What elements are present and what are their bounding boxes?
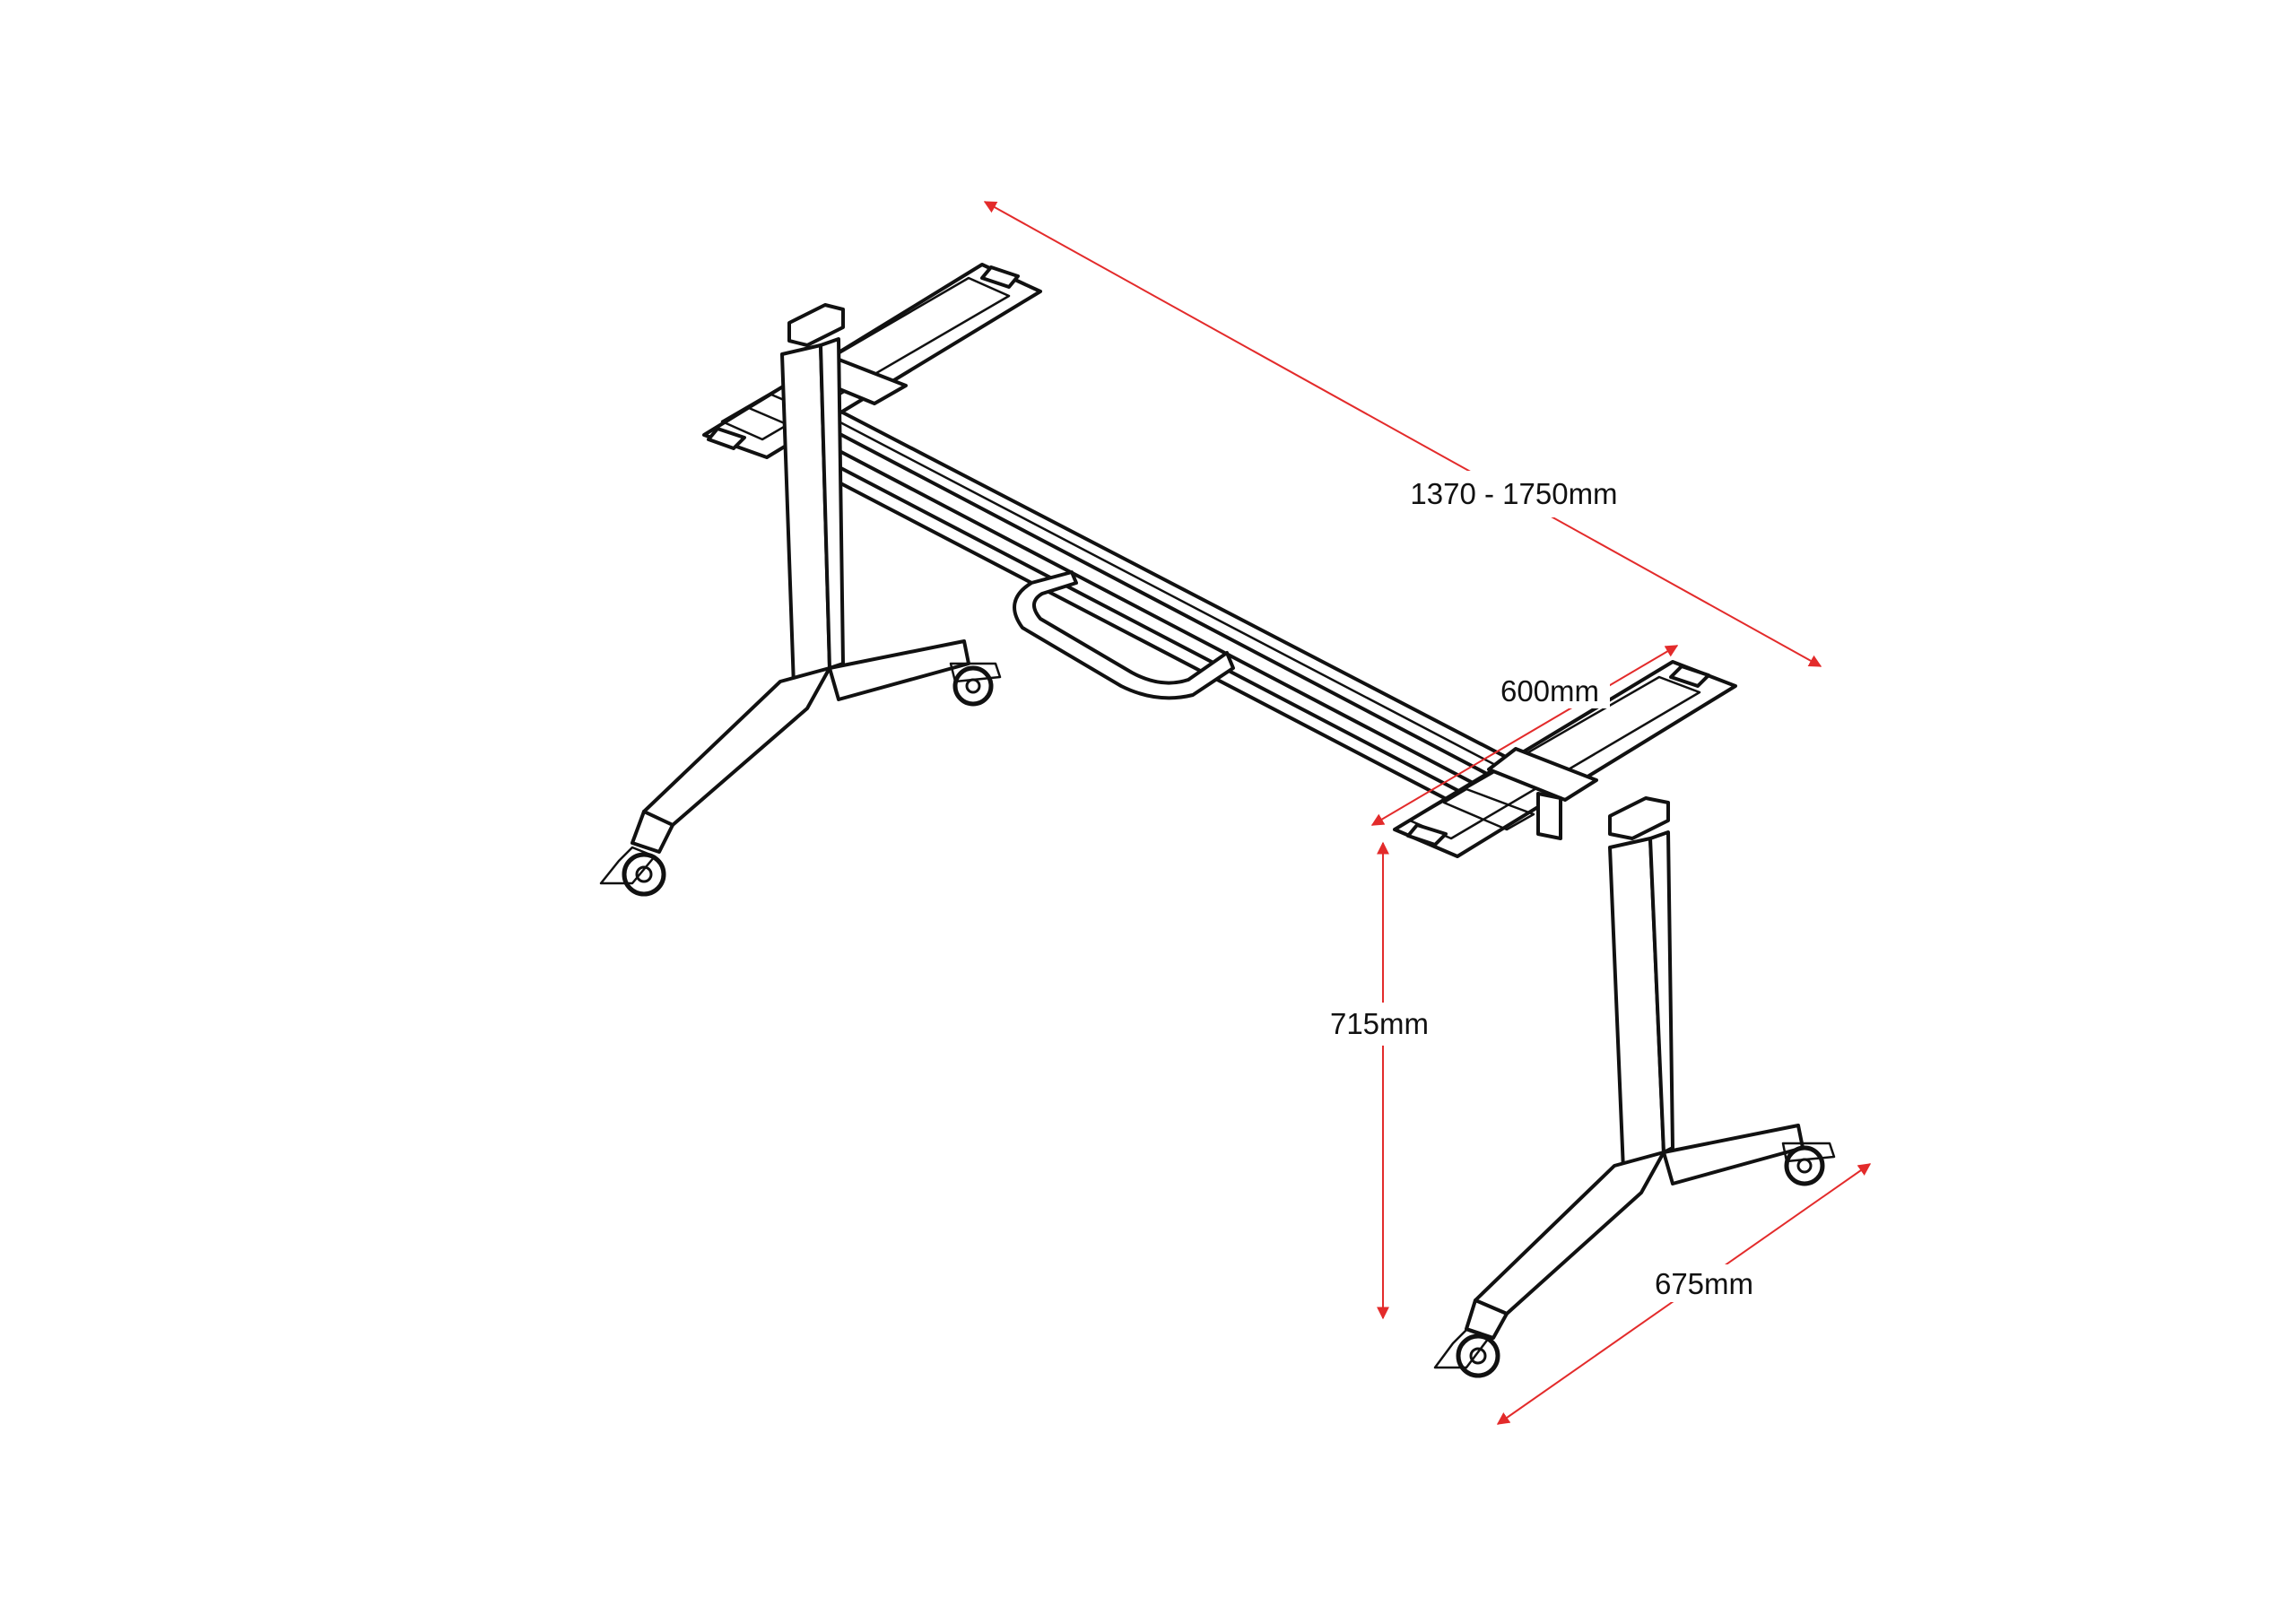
table-frame xyxy=(599,263,1836,1378)
height-dimension-label: 715mm xyxy=(1330,1007,1429,1040)
left-front-caster xyxy=(599,846,666,897)
right-front-caster xyxy=(1433,1328,1500,1378)
dimension-lines: 1370 - 1750mm 600mm 715mm 675mm xyxy=(983,201,1872,1425)
length-dimension-line xyxy=(983,201,1822,667)
length-dimension-label: 1370 - 1750mm xyxy=(1410,477,1617,510)
left-leg xyxy=(631,303,970,854)
depth-dimension-line xyxy=(1370,645,1679,826)
depth-dimension-label: 600mm xyxy=(1500,674,1599,708)
left-rear-caster xyxy=(949,662,1002,707)
foot-span-dimension-label: 675mm xyxy=(1655,1267,1753,1300)
right-leg xyxy=(1465,796,1805,1340)
